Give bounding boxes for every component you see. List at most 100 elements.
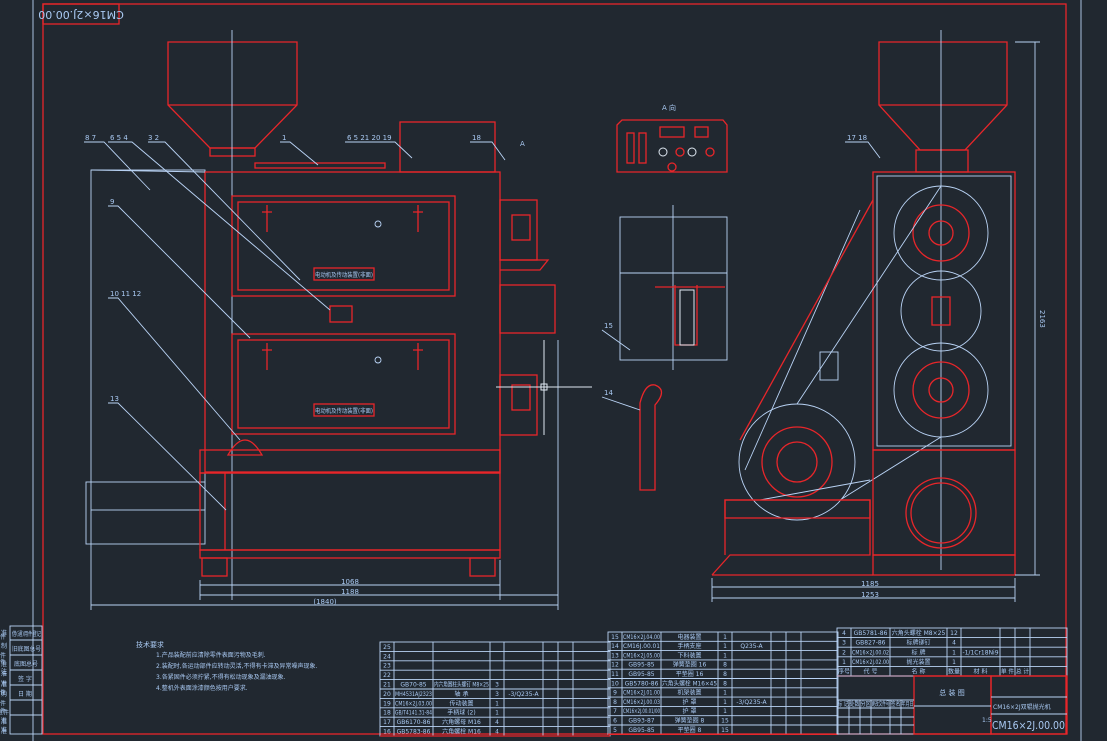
table-cell: GB5781-86 — [854, 630, 888, 637]
svg-text:2.装配时,各运动部件应转动灵活,不得有卡滞及异常噪声现象.: 2.装配时,各运动部件应转动灵活,不得有卡滞及异常噪声现象. — [156, 662, 318, 670]
table-cell: 数量 — [948, 668, 960, 676]
table-cell: CM16×2J.01.00 — [623, 690, 660, 697]
title-block: 总 装 图 CM16×2J双辊抛光机 CM16×2J.00.00 1:5 标 记… — [836, 675, 1068, 735]
table-cell: 23 — [383, 663, 391, 670]
table-cell: 22 — [383, 672, 391, 679]
table-cell: CM16×2J.00.02 — [852, 649, 889, 656]
table-cell: 六角头螺栓 M16×45 — [662, 679, 717, 687]
table-cell: GB95-85 — [628, 727, 654, 734]
table-cell: 3 — [495, 691, 499, 698]
table-cell: 4 — [952, 640, 956, 647]
table-cell: 手柄支座 — [677, 642, 701, 650]
table-cell: 3 — [842, 640, 846, 647]
drawing-code: CM16×2J.00.00 — [992, 719, 1065, 732]
table-cell: 18 — [383, 710, 391, 717]
svg-text:6 5 21 20 19: 6 5 21 20 19 — [347, 134, 392, 142]
svg-text:9: 9 — [110, 198, 114, 206]
table-cell: 手柄球 (2) — [447, 709, 475, 717]
table-cell: GB/T4141.31-84 — [395, 710, 432, 717]
table-cell: 组件 — [0, 651, 6, 659]
svg-text:18: 18 — [472, 134, 481, 142]
table-cell: 机架装置 — [677, 689, 701, 697]
table-cell: 标 牌 — [912, 648, 926, 656]
table-cell: 标准件 — [0, 709, 9, 717]
table-cell: 护 罩 — [683, 698, 697, 706]
svg-text:标 记: 标 记 — [838, 700, 849, 708]
table-cell: CM16×2J.03.00 — [395, 700, 432, 707]
svg-text:1:5: 1:5 — [982, 717, 992, 724]
svg-text:日 期: 日 期 — [18, 690, 32, 698]
table-cell: 1 — [495, 700, 499, 707]
table-cell: 传动装置 — [449, 699, 473, 707]
upper-door — [231, 195, 456, 297]
table-cell: 21 — [383, 682, 391, 689]
dim-2163: 2163 — [1038, 310, 1046, 328]
crosshair-cursor[interactable] — [496, 340, 592, 435]
side-hopper — [878, 41, 1008, 151]
svg-text:3 2: 3 2 — [148, 134, 159, 142]
electrical-box — [619, 216, 728, 361]
detail-views: A 向 15 14 — [601, 103, 728, 491]
table-cell: 4 — [842, 630, 846, 637]
dim-1068: 1068 — [341, 578, 359, 586]
table-cell: 外 购 — [0, 690, 7, 698]
side-panel — [90, 169, 206, 511]
table-cell: 抛光装置 — [906, 658, 930, 666]
table-cell: 1 — [842, 659, 846, 666]
svg-text:14: 14 — [604, 389, 613, 397]
svg-text:4.整机外表面涂漆颜色按用户要求.: 4.整机外表面涂漆颜色按用户要求. — [156, 684, 248, 692]
table-cell: 9 — [613, 690, 617, 697]
table-cell: Q235-A — [740, 643, 763, 650]
svg-text:8 7: 8 7 — [85, 134, 96, 142]
table-cell: 标 准 — [0, 726, 7, 734]
table-cell: 标 准 — [0, 718, 7, 726]
table-cell: 1 — [723, 708, 727, 715]
table-cell: -3/Q235-A — [508, 691, 539, 698]
svg-text:底图总号: 底图总号 — [14, 660, 38, 668]
table-cell: 1 — [723, 634, 727, 641]
svg-text:3.各紧固件必须拧紧,不得有松动现象及漏油现象.: 3.各紧固件必须拧紧,不得有松动现象及漏油现象. — [156, 673, 286, 681]
machine-name: CM16×2J双辊抛光机 — [993, 703, 1051, 711]
svg-text:电动机及传动装置(非面): 电动机及传动装置(非面) — [315, 271, 373, 279]
table-cell: 标 准 — [0, 681, 7, 689]
svg-text:13: 13 — [110, 395, 119, 403]
table-cell: 平垫圈 8 — [678, 726, 702, 734]
svg-text:10 11 12: 10 11 12 — [110, 290, 141, 298]
table-cell: 单 件 — [1001, 668, 1014, 676]
mirrored-drawing-code: CM16×2J.00.00 — [38, 8, 124, 21]
table-cell: 4 — [495, 729, 499, 736]
table-cell: 15 — [721, 718, 729, 725]
table-cell: 标 准 — [0, 679, 7, 687]
side-view: 2163 1185 1253 17 18 — [711, 30, 1046, 602]
table-cell: CM16×2J.00.01/00 — [623, 708, 660, 715]
svg-text:A 向: A 向 — [662, 103, 676, 112]
dim-1185: 1185 — [861, 580, 879, 588]
table-cell: 标 准 — [0, 629, 7, 637]
table-cell: 12 — [950, 630, 958, 637]
table-cell: GB93-87 — [628, 718, 654, 725]
table-cell: CM16×2J.00.03 — [623, 699, 660, 706]
drawing-frame — [42, 3, 1067, 735]
table-cell: 标 准 — [0, 717, 7, 725]
drawing-title: 总 装 图 — [939, 688, 964, 697]
table-cell: CM16×2J.05.00 — [623, 652, 660, 659]
hopper — [167, 41, 298, 149]
table-cell: 内六角圆柱头螺钉 M8×25 — [434, 681, 489, 689]
svg-text:电动机及传动装置(非面): 电动机及传动装置(非面) — [315, 407, 373, 415]
revision-block: 借(通)用件登记 旧底图总号 底图总号 签 字 日 期 — [9, 625, 43, 735]
table-cell: 电器装置 — [677, 633, 701, 641]
table-cell: 14 — [611, 643, 619, 650]
table-cell: 标 准 — [0, 670, 7, 678]
svg-text:签名: 签名 — [891, 700, 901, 708]
table-cell: GB5783-86 — [397, 729, 431, 736]
table-cell: CM16×2J.04.00 — [623, 634, 660, 641]
table-cell: 12 — [611, 662, 619, 669]
table-cell: GB95-85 — [628, 662, 654, 669]
table-cell: 2 — [842, 649, 846, 656]
table-cell: GB6170-86 — [397, 719, 431, 726]
table-cell: 16 — [383, 729, 391, 736]
table-cell: 6 — [613, 718, 617, 725]
control-panel — [616, 119, 728, 173]
